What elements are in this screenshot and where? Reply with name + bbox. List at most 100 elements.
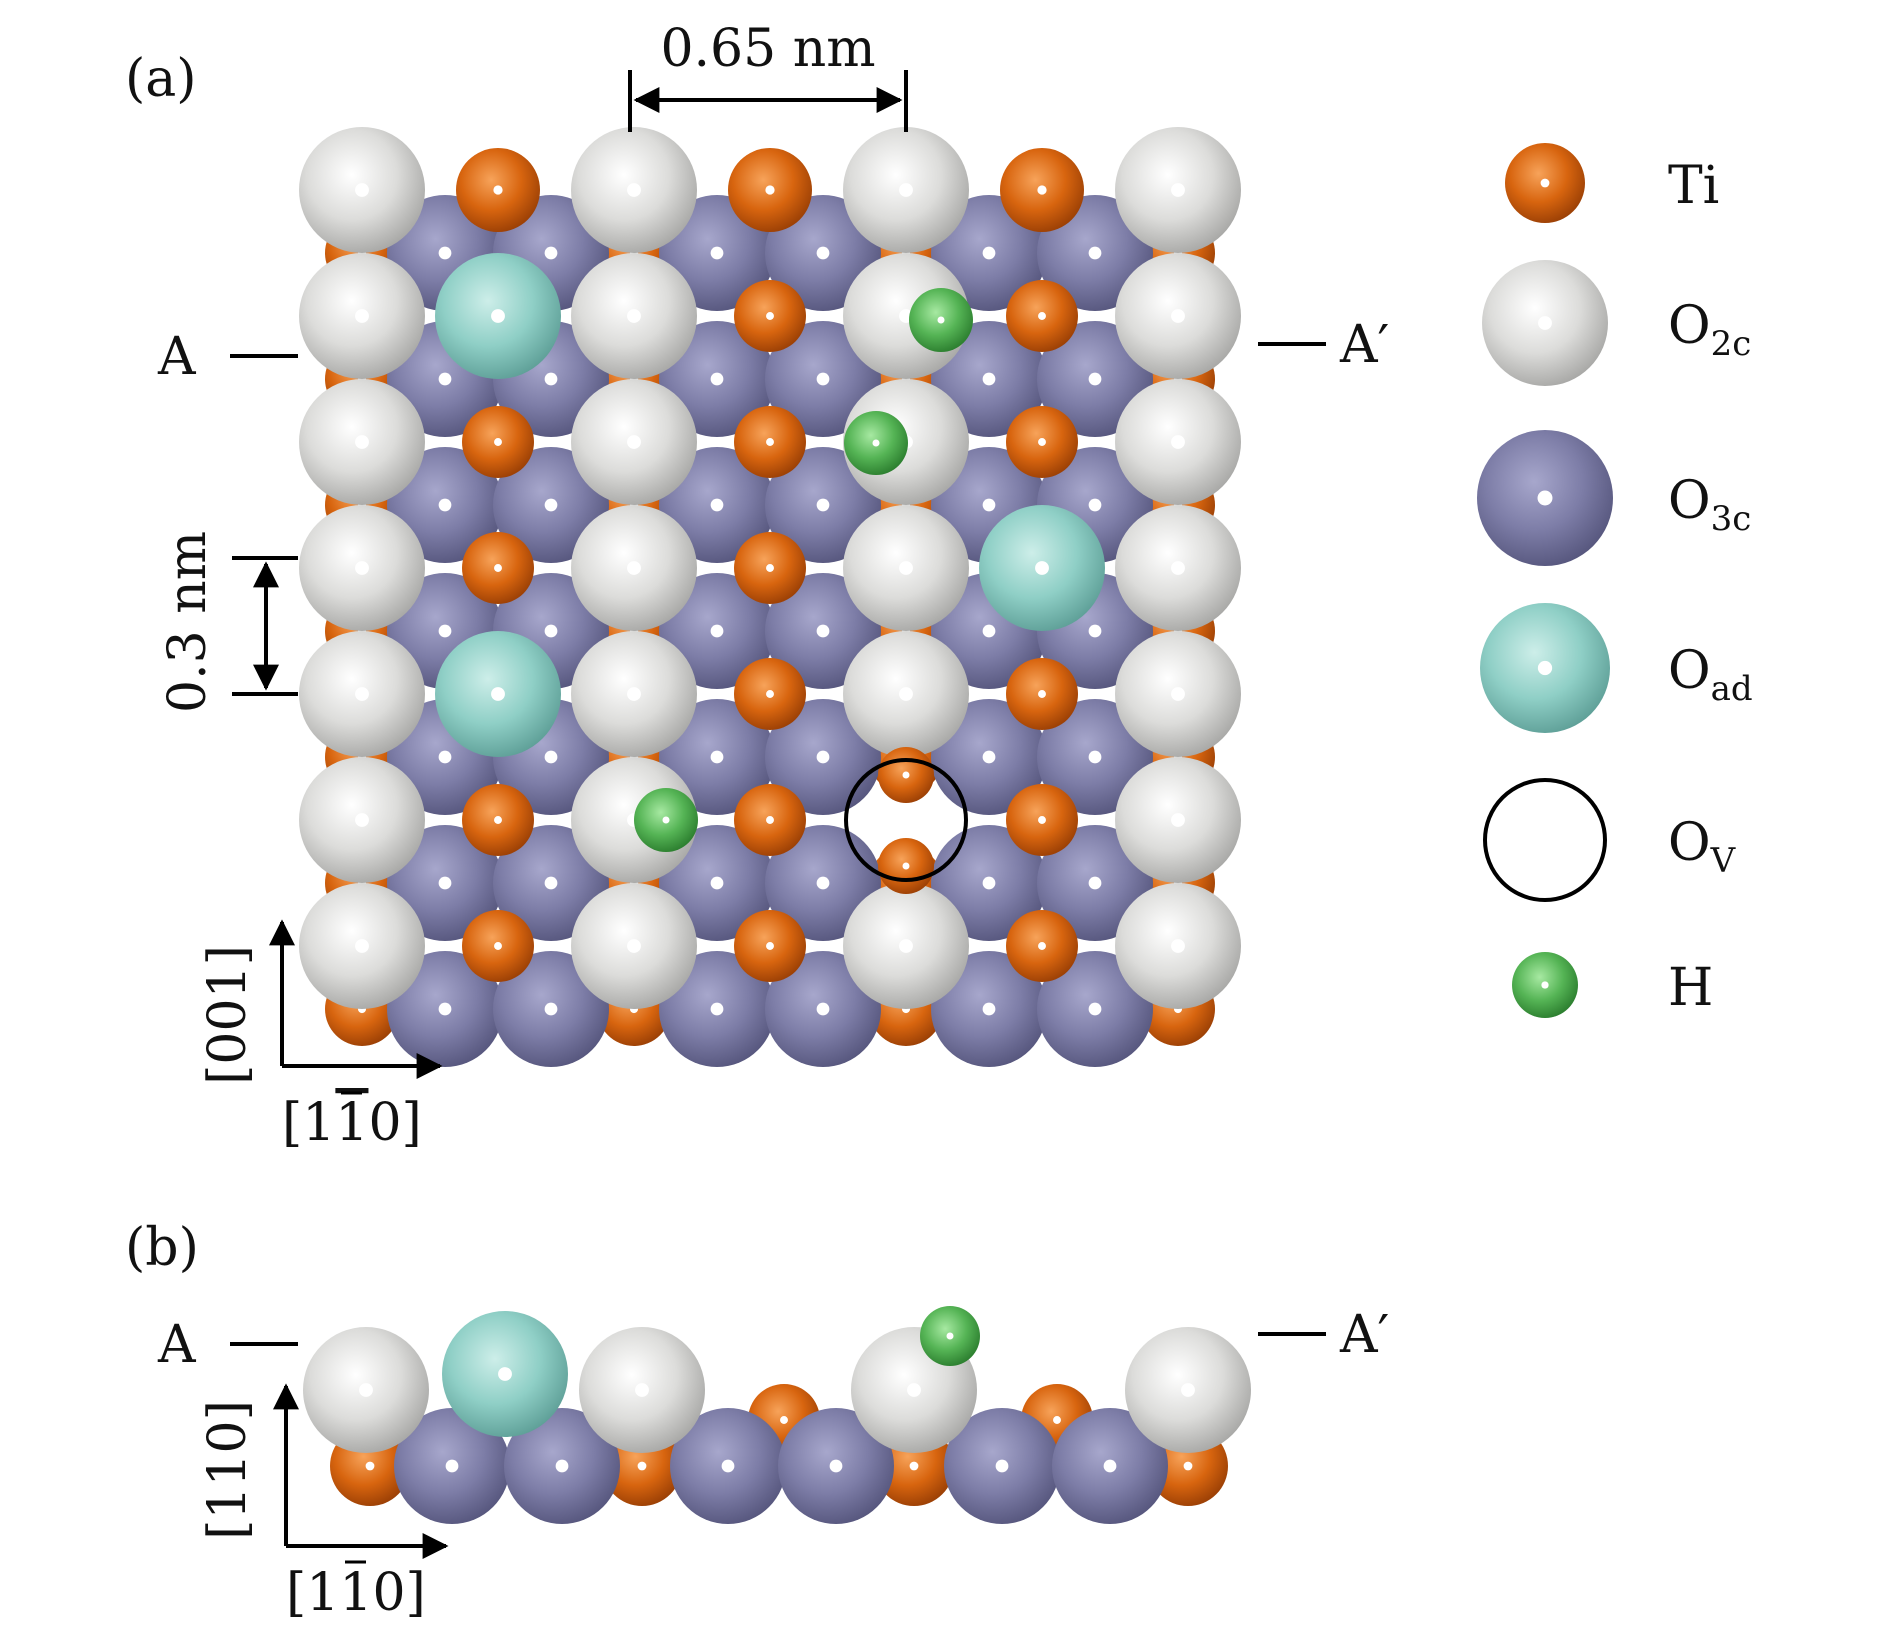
ti-atom bbox=[462, 784, 534, 856]
ti-atom bbox=[734, 532, 806, 604]
o3c-atom bbox=[1037, 699, 1153, 815]
oxygen-vacancy-marker bbox=[844, 758, 968, 882]
section-line-top: A A′ bbox=[157, 315, 1389, 387]
o-ad-atom bbox=[435, 253, 561, 379]
ti-atom bbox=[734, 280, 806, 352]
ti-atom bbox=[462, 406, 534, 478]
o3c-atom bbox=[659, 573, 775, 689]
o2c-atom bbox=[1115, 127, 1241, 253]
o3c-atom bbox=[931, 321, 1047, 437]
o2c-atom bbox=[571, 631, 697, 757]
ti-layer-top bbox=[456, 148, 1084, 982]
o3c-atom bbox=[493, 447, 609, 563]
o2c-atom bbox=[299, 631, 425, 757]
o2c-atom bbox=[1115, 757, 1241, 883]
o2c-atom bbox=[843, 505, 969, 631]
o-ad-atom bbox=[435, 631, 561, 757]
legend-label-ti: Ti bbox=[1668, 156, 1719, 216]
legend-entry-ov: OV bbox=[1483, 778, 1737, 902]
side-o3c-atom bbox=[504, 1408, 620, 1524]
o2c-atom bbox=[571, 253, 697, 379]
ti-atom bbox=[456, 148, 540, 232]
legend-label-oad: Oad bbox=[1668, 641, 1753, 709]
axis-1-10-label: [110] bbox=[282, 1093, 422, 1153]
legend-swatch-o2c bbox=[1482, 260, 1608, 386]
o3c-atom bbox=[659, 951, 775, 1067]
legend-entry-h: H bbox=[1512, 952, 1713, 1018]
axis-001-label: [001] bbox=[198, 945, 258, 1085]
section-end-label: A′ bbox=[1339, 315, 1389, 375]
o3c-atom bbox=[765, 573, 881, 689]
o2c-atom bbox=[299, 127, 425, 253]
row-spacing-dimension: 0.65 nm bbox=[628, 19, 908, 132]
legend-swatch-oad bbox=[1480, 603, 1610, 733]
ti-atom bbox=[728, 148, 812, 232]
ti-atom bbox=[1006, 910, 1078, 982]
o3c-atom bbox=[493, 825, 609, 941]
o3c-atom bbox=[765, 699, 881, 815]
legend-swatch-ov bbox=[1483, 778, 1607, 902]
side-section-start-label: A bbox=[157, 1315, 197, 1375]
legend-entry-o2c: O2c bbox=[1482, 260, 1751, 386]
o2c-atom bbox=[1115, 253, 1241, 379]
side-o-ad-atom bbox=[442, 1311, 568, 1437]
o3c-atom bbox=[765, 951, 881, 1067]
ti-atom bbox=[1006, 280, 1078, 352]
legend-label-h: H bbox=[1668, 958, 1713, 1018]
legend-swatch-o3c bbox=[1477, 430, 1613, 566]
panel-a-label: (a) bbox=[125, 49, 197, 109]
adsorbate-layer bbox=[435, 253, 1105, 882]
o2c-atom bbox=[299, 883, 425, 1009]
o3c-atom bbox=[387, 951, 503, 1067]
ti-atom bbox=[878, 838, 934, 894]
o3c-atom bbox=[931, 951, 1047, 1067]
o2c-atom bbox=[299, 757, 425, 883]
row-spacing-label: 0.65 nm bbox=[660, 19, 875, 79]
ti-atom bbox=[462, 910, 534, 982]
o2c-atom bbox=[571, 127, 697, 253]
h-atom bbox=[634, 788, 698, 852]
legend-entry-o3c: O3c bbox=[1477, 430, 1751, 566]
ti-atom bbox=[1006, 658, 1078, 730]
legend-entry-oad: Oad bbox=[1480, 603, 1753, 733]
side-o3c-atom bbox=[1052, 1408, 1168, 1524]
legend-label-ov: OV bbox=[1668, 813, 1737, 881]
ti-atom bbox=[462, 532, 534, 604]
o-ad-atom bbox=[979, 505, 1105, 631]
h-atom bbox=[909, 288, 973, 352]
o3c-atom bbox=[1037, 951, 1153, 1067]
o2c-atom bbox=[571, 379, 697, 505]
side-o3c-atom bbox=[670, 1408, 786, 1524]
o3c-atom bbox=[659, 321, 775, 437]
column-spacing-dimension: 0.3 nm bbox=[158, 531, 298, 713]
o3c-atom bbox=[1037, 825, 1153, 941]
side-o2c-atom bbox=[303, 1327, 429, 1453]
o3c-atom bbox=[765, 825, 881, 941]
o3c-atom bbox=[1037, 321, 1153, 437]
panel-b-label: (b) bbox=[125, 1218, 199, 1278]
side-o3c-atom bbox=[394, 1408, 510, 1524]
o3c-atom bbox=[659, 699, 775, 815]
o3c-atom bbox=[765, 447, 881, 563]
side-view-surface bbox=[303, 1306, 1251, 1524]
side-o3c-atom bbox=[944, 1408, 1060, 1524]
side-o2c-atom bbox=[1125, 1327, 1251, 1453]
side-section-end-label: A′ bbox=[1339, 1305, 1389, 1365]
o2c-atom bbox=[299, 253, 425, 379]
legend-label-o3c: O3c bbox=[1668, 471, 1751, 539]
side-o3c-layer bbox=[394, 1408, 1168, 1524]
ti-atom bbox=[734, 406, 806, 478]
o2c-atom bbox=[1115, 505, 1241, 631]
top-view-surface bbox=[299, 127, 1241, 1067]
legend-swatch-h bbox=[1512, 952, 1578, 1018]
o2c-atom bbox=[843, 127, 969, 253]
ti-atom bbox=[1006, 406, 1078, 478]
legend-swatch-ti bbox=[1505, 143, 1585, 223]
o2c-atom bbox=[571, 505, 697, 631]
side-o2c-atom bbox=[579, 1327, 705, 1453]
o2c-atom bbox=[843, 631, 969, 757]
side-o3c-atom bbox=[778, 1408, 894, 1524]
legend-label-o2c: O2c bbox=[1668, 296, 1751, 364]
